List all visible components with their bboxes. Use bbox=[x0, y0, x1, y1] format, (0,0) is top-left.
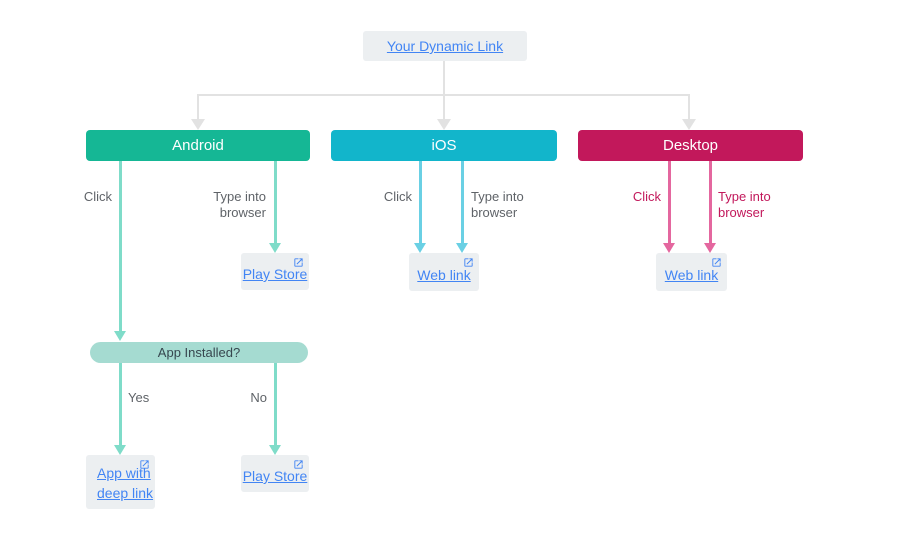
arrowhead-to-ios bbox=[437, 119, 451, 130]
android-click-arrowhead bbox=[114, 331, 126, 341]
ios-web-link-box[interactable]: Web link bbox=[409, 253, 479, 291]
connector-root-vertical bbox=[443, 61, 445, 120]
app-with-deep-link-box[interactable]: App with deep link bbox=[86, 455, 155, 509]
ios-click-line bbox=[419, 161, 422, 243]
ios-click-label: Click bbox=[383, 189, 412, 204]
desktop-type-label-line1: Type into bbox=[718, 189, 771, 204]
ios-web-link[interactable]: Web link bbox=[417, 267, 471, 283]
android-click-label: Click bbox=[83, 189, 112, 204]
desktop-type-arrowhead bbox=[704, 243, 716, 253]
external-link-icon bbox=[711, 257, 722, 268]
arrowhead-to-android bbox=[191, 119, 205, 130]
desktop-type-line bbox=[709, 161, 712, 243]
connector-android-drop bbox=[197, 94, 199, 120]
android-type-line bbox=[274, 161, 277, 243]
desktop-banner: Desktop bbox=[578, 130, 803, 161]
arrowhead-to-desktop bbox=[682, 119, 696, 130]
android-no-arrowhead bbox=[269, 445, 281, 455]
external-link-icon bbox=[463, 257, 474, 268]
android-type-arrowhead bbox=[269, 243, 281, 253]
android-type-label: Type into browser bbox=[196, 189, 266, 221]
ios-banner: iOS bbox=[331, 130, 557, 161]
app-with-deep-link-line2: deep link bbox=[97, 485, 154, 501]
android-click-line bbox=[119, 161, 122, 331]
android-type-label-line1: Type into bbox=[213, 189, 266, 204]
desktop-click-line bbox=[668, 161, 671, 243]
android-yes-label: Yes bbox=[128, 390, 150, 405]
ios-type-label-line1: Type into bbox=[471, 189, 524, 204]
ios-type-line bbox=[461, 161, 464, 243]
android-no-line bbox=[274, 363, 277, 445]
android-yes-line bbox=[119, 363, 122, 445]
app-with-deep-link-link[interactable]: App with deep link bbox=[97, 463, 153, 503]
ios-type-arrowhead bbox=[456, 243, 468, 253]
android-play-store-link-top[interactable]: Play Store bbox=[242, 266, 308, 282]
desktop-type-label: Type into browser bbox=[718, 189, 788, 221]
external-link-icon bbox=[293, 459, 304, 470]
android-play-store-link-bottom[interactable]: Play Store bbox=[242, 468, 308, 484]
connector-desktop-drop bbox=[688, 94, 690, 120]
android-play-store-box-top[interactable]: Play Store bbox=[241, 253, 309, 290]
desktop-type-label-line2: browser bbox=[718, 205, 765, 220]
android-type-label-line2: browser bbox=[219, 205, 266, 220]
android-play-store-box-bottom[interactable]: Play Store bbox=[241, 455, 309, 492]
connector-horizontal bbox=[197, 94, 689, 96]
desktop-web-link-box[interactable]: Web link bbox=[656, 253, 727, 291]
android-no-label: No bbox=[250, 390, 267, 405]
ios-type-label: Type into browser bbox=[471, 189, 541, 221]
desktop-click-label: Click bbox=[632, 189, 661, 204]
app-with-deep-link-line1: App with bbox=[97, 465, 151, 481]
root-link[interactable]: Your Dynamic Link bbox=[386, 38, 504, 54]
android-yes-arrowhead bbox=[114, 445, 126, 455]
external-link-icon bbox=[293, 257, 304, 268]
desktop-click-arrowhead bbox=[663, 243, 675, 253]
ios-click-arrowhead bbox=[414, 243, 426, 253]
android-banner: Android bbox=[86, 130, 310, 161]
external-link-icon bbox=[139, 459, 150, 470]
app-installed-pill: App Installed? bbox=[90, 342, 308, 363]
root-node[interactable]: Your Dynamic Link bbox=[363, 31, 527, 61]
desktop-web-link[interactable]: Web link bbox=[664, 267, 719, 283]
ios-type-label-line2: browser bbox=[471, 205, 518, 220]
